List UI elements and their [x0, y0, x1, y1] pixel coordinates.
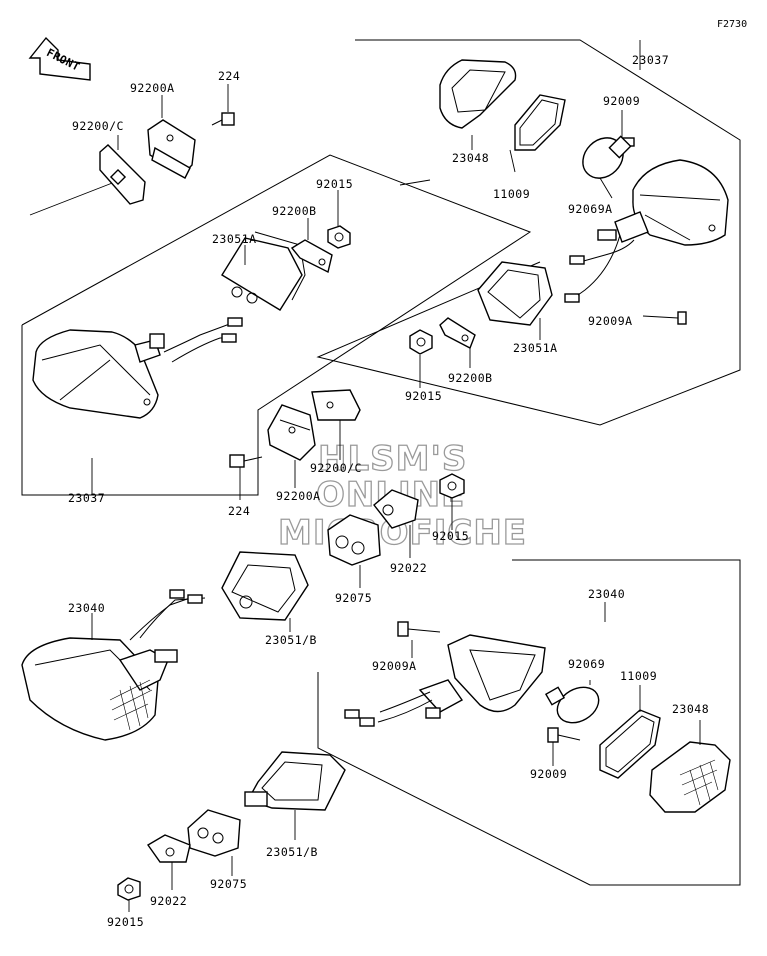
lamp-housing-23040-left [21, 589, 206, 741]
bracket-92200a-top [147, 119, 196, 179]
label-224-top: 224 [218, 69, 240, 83]
frame-left [21, 154, 532, 496]
label-92200b-right: 92200B [448, 371, 493, 385]
bulb-92069a [582, 135, 632, 179]
label-92022-low: 92022 [150, 894, 187, 908]
plate-92022-mid [373, 489, 419, 529]
label-23037-top: 23037 [632, 53, 669, 67]
label-92015-mid: 92015 [432, 529, 469, 543]
label-23051a-right: 23051A [513, 341, 558, 355]
lamp-housing-23037-left [32, 317, 243, 419]
label-92200a-top: 92200A [130, 81, 175, 95]
label-11009-top: 11009 [493, 187, 530, 201]
watermark-line-1: HLSM'S [318, 439, 467, 479]
screw-92009-low [547, 727, 581, 743]
grommet-92075-low [187, 809, 241, 857]
label-92015-low: 92015 [107, 915, 144, 929]
rubber-grommet-23051a-right [477, 261, 553, 326]
rubber-grommet-23051b-upper [221, 551, 309, 621]
label-92200c-top: 92200/C [72, 119, 124, 133]
nut-92015-left [327, 225, 351, 249]
nut-92015-right [409, 329, 433, 355]
label-92069a: 92069A [568, 202, 613, 216]
label-92075-low: 92075 [210, 877, 247, 891]
label-23051b-upper: 23051/B [265, 633, 317, 647]
label-92022-mid: 92022 [390, 561, 427, 575]
label-92015-left: 92015 [316, 177, 353, 191]
label-92200b-left: 92200B [272, 204, 317, 218]
label-11009-low: 11009 [620, 669, 657, 683]
label-92200a-mid: 92200A [276, 489, 321, 503]
bracket-92200c-mid [311, 389, 361, 421]
plate-92200b-left [290, 239, 333, 274]
label-23040-right: 23040 [588, 587, 625, 601]
grommet-92075-mid [327, 514, 381, 566]
plate-92022-low [146, 834, 191, 863]
label-224-mid: 224 [228, 504, 250, 518]
lens-23048-top [439, 59, 517, 129]
gasket-11009-low [599, 709, 661, 779]
bracket-92200a-mid [267, 404, 316, 461]
plate-92200b-right [439, 317, 476, 349]
frame-lower-right [317, 559, 741, 886]
label-23051b-lower: 23051/B [266, 845, 318, 859]
lamp-housing-23040-right [344, 634, 546, 727]
label-92009-top: 92009 [603, 94, 640, 108]
label-92200c-mid: 92200/C [310, 461, 362, 475]
bracket-92200c-top [99, 144, 146, 205]
label-23040-left: 23040 [68, 601, 105, 615]
label-92009a-top: 92009A [588, 314, 633, 328]
nut-92015-mid [439, 473, 465, 499]
screw-92009a-low [397, 621, 441, 637]
screw-224-top [211, 112, 235, 126]
label-23048-low: 23048 [672, 702, 709, 716]
label-92075-mid: 92075 [335, 591, 372, 605]
label-23048-top: 23048 [452, 151, 489, 165]
label-92009-low: 92009 [530, 767, 567, 781]
label-92015-right: 92015 [405, 389, 442, 403]
frame-upper-right [316, 39, 741, 426]
label-92069: 92069 [568, 657, 605, 671]
nut-92015-low [117, 877, 141, 901]
screw-224-mid [229, 454, 263, 468]
lens-23048-low [649, 741, 731, 813]
label-23037-left: 23037 [68, 491, 105, 505]
label-92009a-low: 92009A [372, 659, 417, 673]
bulb-92069 [544, 686, 600, 724]
gasket-11009-top [514, 94, 566, 151]
label-23051a-left: 23051A [212, 232, 257, 246]
lamp-housing-23037-right [564, 159, 729, 303]
screw-92009a-top [642, 311, 687, 325]
figure-reference: F2730 [717, 19, 747, 30]
rubber-grommet-23051b-lower [244, 751, 346, 811]
front-arrow-icon: FRONT [28, 36, 91, 81]
